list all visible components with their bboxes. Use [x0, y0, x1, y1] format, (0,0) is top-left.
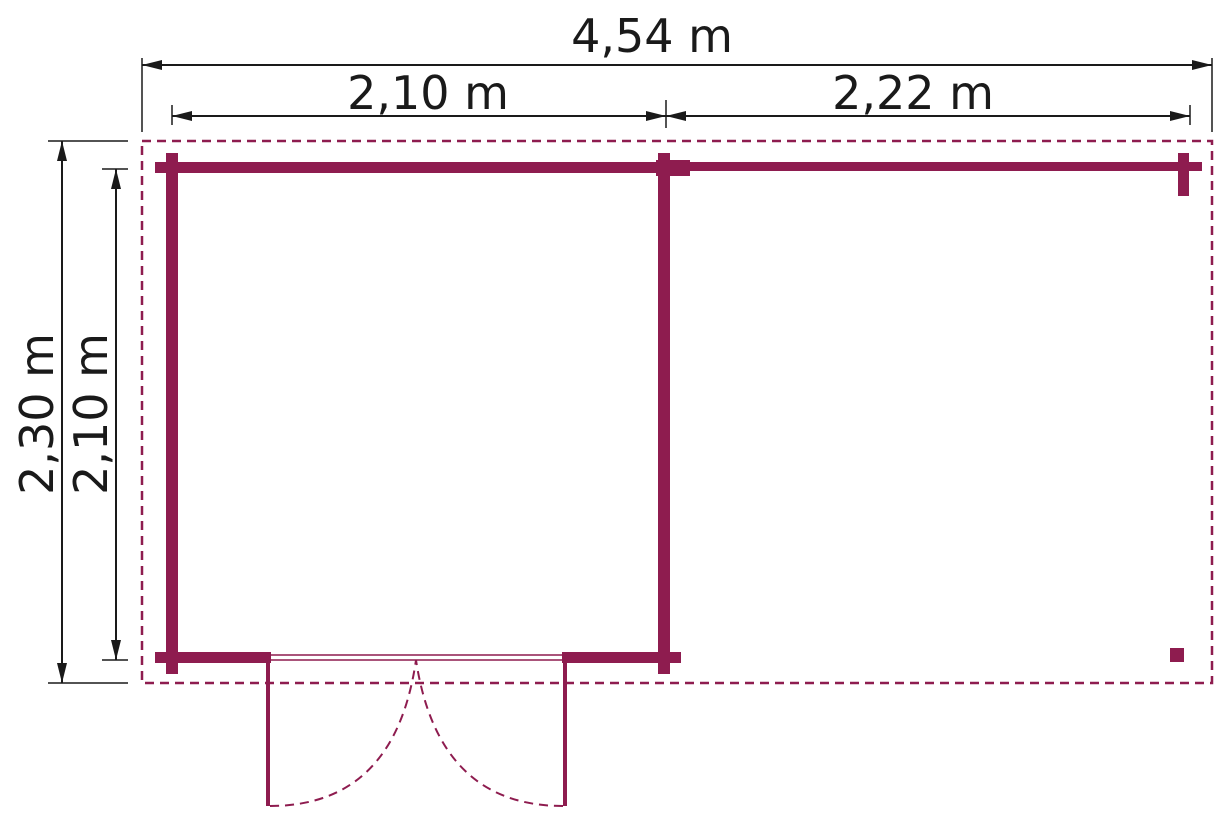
dimension-inner-depth: 2,10 m	[64, 333, 118, 495]
dimension-total-depth: 2,30 m	[10, 333, 64, 495]
dimension-right-width: 2,22 m	[832, 66, 994, 120]
dimension-total-width: 4,54 m	[571, 9, 733, 63]
door-swing-arc-left	[269, 659, 417, 807]
canopy-post-top-right	[1178, 153, 1189, 196]
double-door	[266, 654, 567, 807]
dimension-left-width: 2,10 m	[347, 66, 509, 120]
wall-bottom-right	[562, 652, 681, 663]
cabin-walls	[155, 153, 690, 674]
canopy-post-bottom-right	[1170, 648, 1184, 662]
extension-lines	[48, 58, 1213, 684]
canopy-structure	[670, 153, 1202, 662]
wall-bottom-left	[155, 652, 271, 663]
door-swing-arc-right	[415, 659, 564, 807]
wall-top	[155, 162, 690, 173]
wall-right	[658, 153, 670, 674]
wall-left	[166, 153, 178, 674]
roof-outline	[140, 139, 1214, 685]
canopy-beam-top	[670, 162, 1202, 171]
